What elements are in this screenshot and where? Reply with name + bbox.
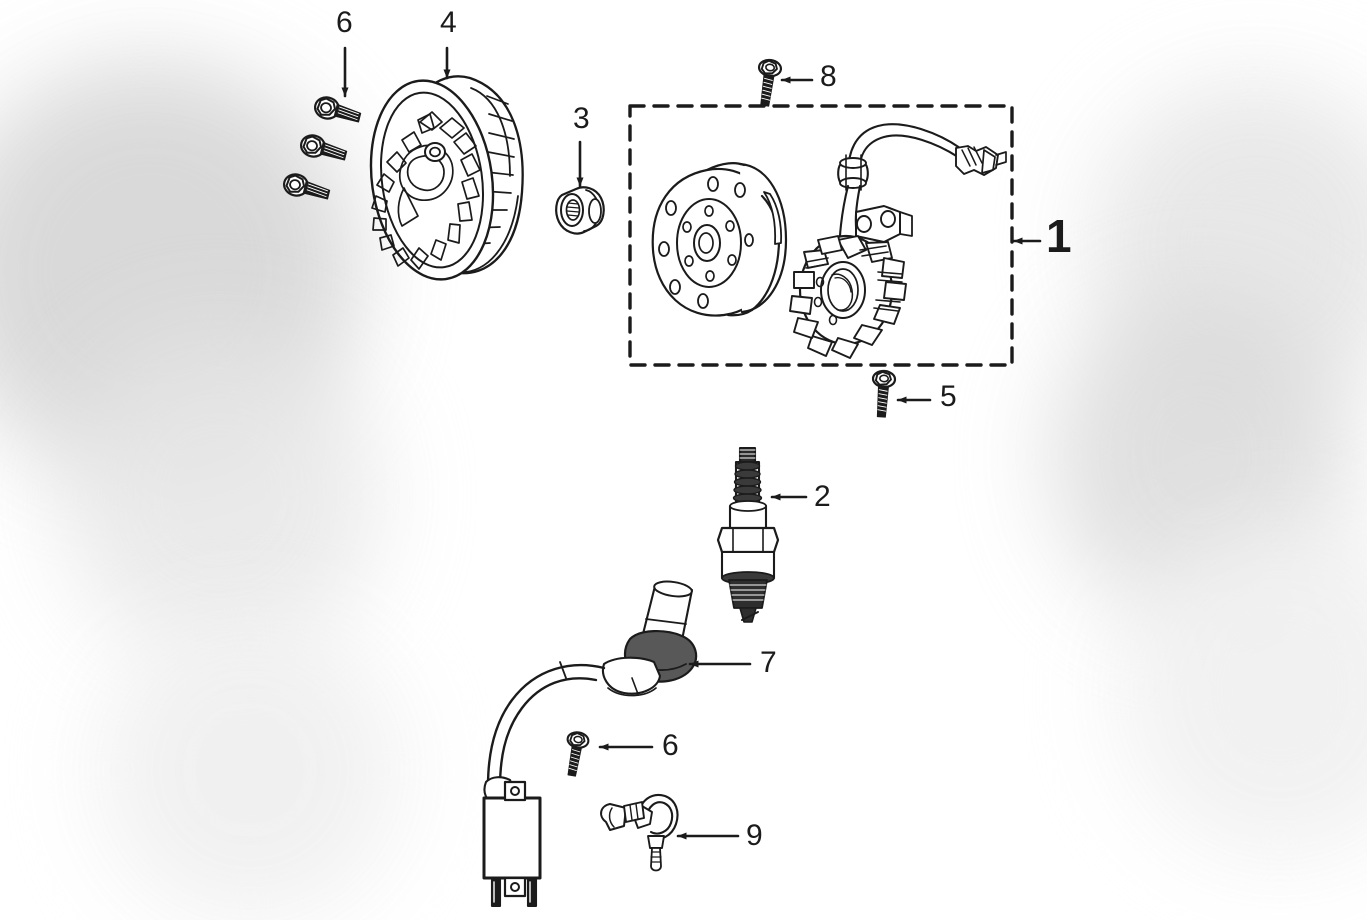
leader-lines xyxy=(341,46,1042,840)
part-8-bolt xyxy=(752,57,784,109)
group-box-item-1 xyxy=(628,104,1014,367)
label-7: 7 xyxy=(760,646,777,679)
label-2: 2 xyxy=(814,480,831,513)
label-6-bottom: 6 xyxy=(662,729,679,762)
part-1-stator xyxy=(789,123,1007,359)
part-7-plug-cap-coil xyxy=(482,580,698,908)
label-9: 9 xyxy=(746,819,763,852)
part-6-bolts-top xyxy=(280,93,364,205)
part-5-bolt xyxy=(869,369,897,419)
part-9-cable-clamp xyxy=(600,794,679,872)
part-1-rotor xyxy=(651,162,788,317)
label-3: 3 xyxy=(573,102,590,135)
label-5: 5 xyxy=(940,380,957,413)
label-8: 8 xyxy=(820,60,837,93)
label-6-top: 6 xyxy=(336,6,353,39)
part-2-spark-plug xyxy=(716,446,780,623)
label-4: 4 xyxy=(440,6,457,39)
part-6-bolt-bottom xyxy=(560,729,591,779)
part-4-cooling-fan xyxy=(369,75,524,281)
label-1: 1 xyxy=(1046,210,1072,262)
part-3-flange-nut xyxy=(555,186,605,235)
